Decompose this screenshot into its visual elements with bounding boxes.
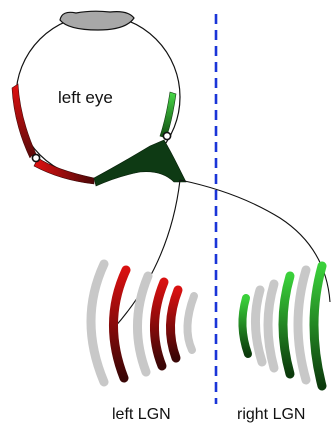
temporal-marker-icon [31, 153, 41, 163]
temporal-retina-bottom [33, 157, 95, 185]
left-lgn-label: left LGN [112, 406, 171, 423]
left-lgn [86, 259, 198, 387]
left-lgn-layer-6 [183, 292, 198, 354]
right-lgn-layer-4 [278, 271, 295, 379]
right-lgn-layer-3 [263, 279, 279, 373]
crossed-fiber [179, 179, 331, 303]
left-lgn-layer-4 [150, 277, 169, 371]
right-lgn-label: right LGN [237, 406, 306, 423]
temporal-retina-arc [11, 83, 37, 159]
uncrossed-fiber [113, 179, 181, 329]
right-lgn-layer-5 [293, 265, 311, 385]
left-lgn-layer-3 [132, 271, 153, 377]
right-lgn [238, 261, 327, 391]
left-lgn-layer-1 [86, 259, 109, 387]
right-lgn-layer-2 [250, 285, 267, 367]
left-lgn-layer-2 [109, 265, 131, 383]
right-lgn-layer-1 [238, 294, 252, 358]
nasal-marker-icon [162, 131, 172, 141]
lens-icon [59, 10, 135, 31]
right-lgn-layer-6 [309, 261, 327, 391]
left-lgn-layer-5 [165, 285, 183, 363]
eye-label: left eye [58, 88, 113, 107]
optic-nerve-head [93, 139, 187, 187]
